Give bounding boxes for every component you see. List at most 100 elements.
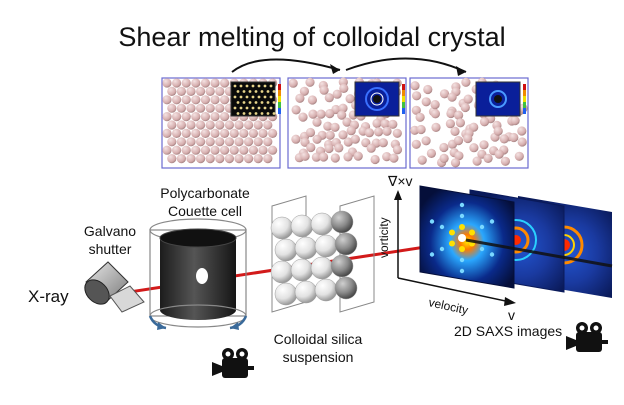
particle (196, 120, 206, 130)
particle (330, 122, 340, 132)
particle (167, 86, 177, 96)
colorbar-segment (402, 102, 405, 108)
particle (244, 154, 254, 164)
particle (439, 89, 450, 99)
particle (210, 95, 220, 105)
silica-sphere (290, 258, 314, 282)
particle (172, 145, 182, 155)
axis-v-label: v (508, 307, 515, 323)
particle (200, 112, 210, 122)
particle (350, 134, 360, 144)
particle (244, 137, 254, 147)
particle (493, 126, 503, 136)
bragg-spot (429, 252, 435, 257)
particle (176, 154, 186, 164)
particle (307, 95, 317, 105)
particle (510, 116, 520, 126)
colorbar-segment (523, 102, 526, 108)
particle (229, 145, 239, 155)
lattice-dot (236, 90, 240, 93)
particle (191, 128, 201, 138)
particle (372, 118, 382, 128)
flow-axes (394, 190, 516, 306)
particle (224, 154, 234, 164)
axis-velocity-label: velocity (427, 295, 469, 317)
particle (176, 86, 186, 96)
particle (291, 105, 301, 115)
lattice-dot (236, 112, 240, 115)
particle (455, 118, 465, 128)
silica-sphere (330, 210, 354, 234)
shutter-label-line1: Galvano (84, 223, 136, 239)
particle (392, 145, 403, 155)
particle (186, 86, 196, 96)
particle (191, 95, 201, 105)
silica-sphere (314, 278, 338, 302)
particle (172, 128, 182, 138)
particle (316, 109, 326, 119)
particle (430, 109, 440, 119)
particle (215, 154, 225, 164)
lattice-dot (257, 106, 261, 110)
lattice-dot (245, 84, 249, 88)
particle (509, 132, 519, 143)
silica-sphere (270, 216, 294, 240)
particle (234, 137, 244, 147)
particle (312, 134, 322, 144)
lattice-dot (254, 90, 258, 93)
particle (366, 143, 376, 153)
particle (330, 153, 340, 163)
particle (196, 154, 206, 164)
particle (324, 143, 334, 154)
arrowhead (330, 64, 340, 74)
particle (380, 119, 390, 129)
particle (334, 143, 344, 153)
particle (191, 78, 201, 88)
particle (186, 154, 196, 164)
colorbar-segment (278, 84, 281, 90)
particle (220, 78, 230, 88)
particle (324, 93, 334, 103)
bragg-spot (429, 219, 435, 224)
particle (191, 145, 201, 155)
particle (382, 152, 392, 162)
particle (412, 91, 422, 101)
camera-icon (212, 348, 254, 378)
lattice-dot (257, 95, 261, 99)
center-spot (458, 234, 466, 242)
lattice-dot (260, 112, 264, 115)
beamstop (373, 95, 381, 103)
particle (421, 97, 431, 107)
particle (430, 100, 440, 110)
ring (370, 92, 384, 106)
particle (162, 145, 172, 155)
particle (200, 145, 210, 155)
particle (319, 85, 329, 95)
particle (346, 126, 356, 136)
silica-sphere (274, 238, 298, 262)
particle (196, 86, 206, 96)
particle (339, 83, 349, 93)
lattice-dot (260, 90, 264, 93)
particle (389, 153, 399, 163)
lattice-dot (245, 95, 249, 99)
particle (205, 120, 215, 130)
suspension-label-line1: Colloidal silica (274, 331, 363, 347)
particle (210, 112, 220, 122)
particle (215, 103, 225, 113)
particle (288, 78, 298, 88)
lattice-dot (251, 95, 255, 99)
particle (415, 112, 425, 122)
silica-sphere (290, 214, 314, 238)
particle (479, 117, 490, 127)
particle (176, 120, 186, 130)
particle (181, 78, 191, 88)
particle (469, 143, 479, 153)
particle (215, 120, 225, 130)
camera-icon (566, 322, 608, 352)
lattice-dot (266, 90, 270, 93)
particle (200, 128, 210, 138)
particle (450, 158, 461, 168)
particle (319, 152, 329, 162)
particle (337, 110, 347, 120)
